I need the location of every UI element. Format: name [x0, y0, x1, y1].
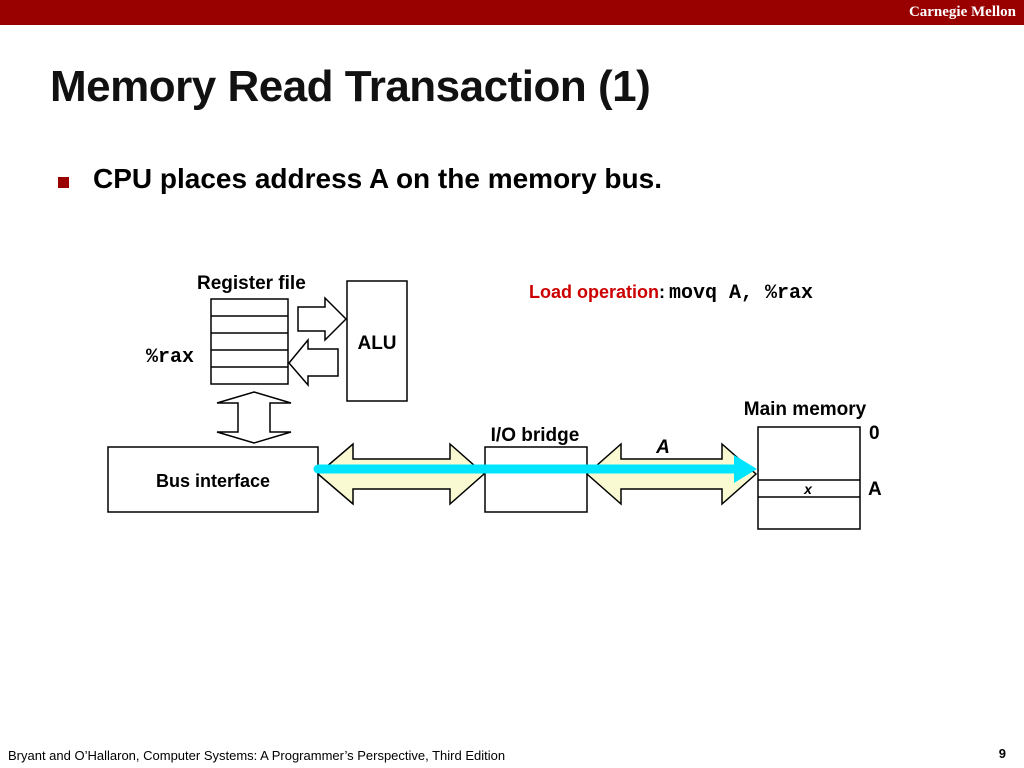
alu-label: ALU — [357, 333, 396, 354]
alu-box — [346, 280, 408, 402]
register-bus-vertical-arrow — [216, 391, 292, 444]
load-operation-colon: : — [659, 282, 665, 302]
bus-interface-box — [107, 446, 319, 513]
bullet-text: CPU places address A on the memory bus. — [93, 163, 662, 194]
memory-cell-value: x — [803, 481, 813, 497]
system-bus-arrow — [316, 442, 486, 506]
top-bar: Carnegie Mellon — [0, 0, 1024, 25]
io-bridge-box — [484, 446, 588, 513]
page-title: Memory Read Transaction (1) — [50, 62, 651, 111]
bus-value-label: A — [655, 437, 670, 458]
alu-to-register-arrow — [288, 337, 339, 388]
load-operation-label: Load operation — [529, 282, 659, 302]
memory-address-label: A — [868, 479, 882, 500]
register-file-label: Register file — [197, 273, 306, 294]
load-operation-code: movq A, %rax — [669, 282, 813, 305]
bullet-marker — [58, 177, 69, 188]
bus-interface-label: Bus interface — [156, 471, 270, 491]
page-number: 9 — [998, 746, 1006, 761]
memory-zero-label: 0 — [869, 423, 880, 444]
footer-citation: Bryant and O’Hallaron, Computer Systems:… — [8, 748, 506, 763]
main-memory-box — [757, 426, 861, 530]
load-operation-text: Load operation:movq A, %rax — [529, 282, 813, 305]
brand-label: Carnegie Mellon — [908, 4, 1016, 20]
rax-label: %rax — [146, 346, 194, 369]
address-flow-arrowhead — [734, 455, 757, 483]
main-memory-label: Main memory — [744, 399, 867, 420]
io-bridge-label: I/O bridge — [491, 425, 580, 446]
register-file — [210, 298, 289, 385]
register-to-alu-arrow — [297, 296, 348, 342]
memory-bus-arrow — [585, 442, 758, 506]
